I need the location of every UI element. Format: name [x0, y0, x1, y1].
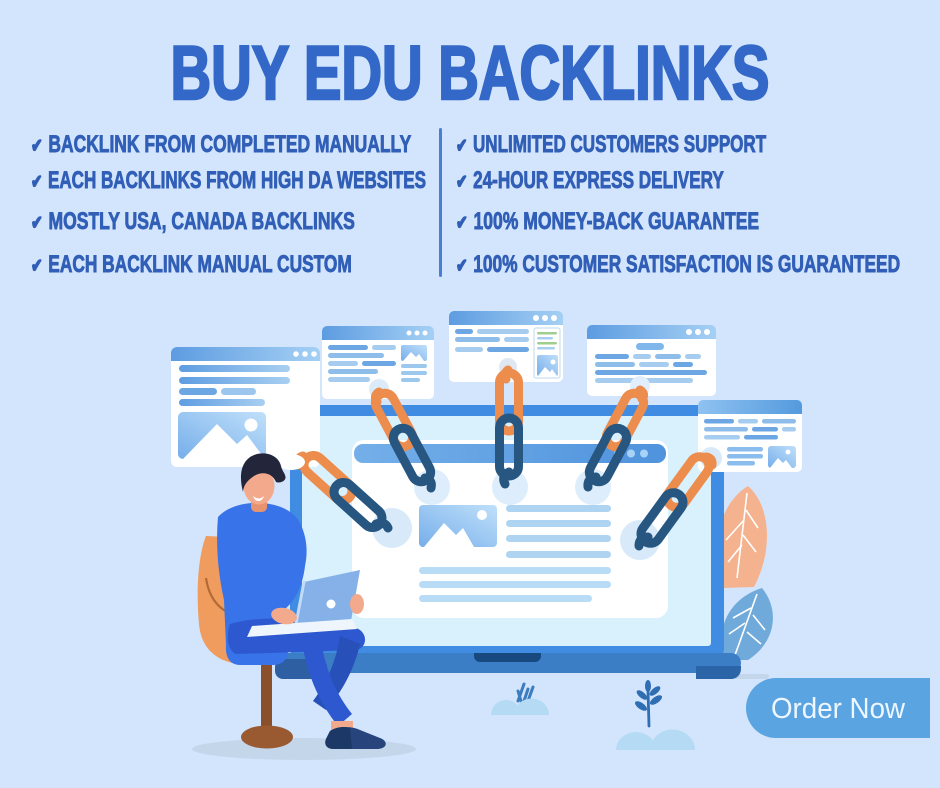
svg-text:Order Now: Order Now	[771, 693, 906, 725]
